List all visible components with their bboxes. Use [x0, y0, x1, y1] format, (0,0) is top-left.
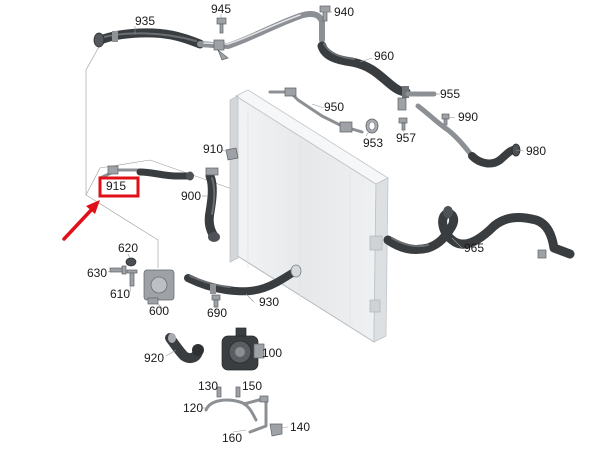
part-945-screw[interactable]	[216, 17, 227, 34]
radiator	[229, 89, 389, 343]
label-955[interactable]: 955	[440, 87, 460, 101]
part-950-bracket[interactable]	[268, 87, 364, 134]
label-630[interactable]: 630	[87, 266, 107, 280]
part-130-screw[interactable]	[216, 386, 222, 398]
label-953[interactable]: 953	[363, 136, 383, 150]
pointer-arrow-icon	[62, 200, 100, 241]
part-910-clip[interactable]	[225, 147, 239, 161]
part-620-cap[interactable]	[125, 257, 137, 267]
part-610-screw[interactable]	[126, 269, 138, 287]
part-935-hose[interactable]	[93, 28, 205, 49]
label-935[interactable]: 935	[135, 14, 155, 28]
label-980[interactable]: 980	[526, 144, 546, 158]
label-910[interactable]: 910	[203, 142, 223, 156]
leader-lines	[107, 11, 525, 433]
label-940[interactable]: 940	[334, 5, 354, 19]
part-160-bracket[interactable]	[242, 395, 269, 434]
label-945[interactable]: 945	[211, 2, 231, 16]
part-100-water-pump[interactable]	[221, 327, 265, 371]
part-953-clamp[interactable]	[365, 118, 379, 134]
label-160[interactable]: 160	[222, 431, 242, 445]
part-metal-pipe[interactable]	[197, 11, 325, 61]
part-920-hose[interactable]	[165, 333, 204, 364]
part-930-hose[interactable]	[184, 264, 302, 296]
label-100[interactable]: 100	[262, 346, 282, 360]
part-600-pump[interactable]	[143, 269, 175, 305]
part-915-hose[interactable]	[98, 165, 194, 181]
part-150-screw[interactable]	[235, 386, 241, 398]
label-920[interactable]: 920	[144, 351, 164, 365]
label-130[interactable]: 130	[198, 379, 218, 393]
label-620[interactable]: 620	[118, 241, 138, 255]
label-957[interactable]: 957	[396, 131, 416, 145]
part-960-hose[interactable]	[317, 41, 411, 98]
label-915[interactable]: 915	[106, 179, 126, 193]
part-965-hose[interactable]	[383, 206, 575, 259]
label-990[interactable]: 990	[458, 110, 478, 124]
highlight-box	[98, 176, 140, 198]
part-990-screw[interactable]	[441, 113, 450, 126]
label-610[interactable]: 610	[110, 287, 130, 301]
label-960[interactable]: 960	[374, 49, 394, 63]
label-600[interactable]: 600	[149, 304, 169, 318]
part-900-hose[interactable]	[204, 167, 220, 242]
label-930[interactable]: 930	[259, 295, 279, 309]
label-120[interactable]: 120	[183, 401, 203, 415]
callout-labels: 935 945 940 960 950 955 990 953 957 980 …	[87, 2, 546, 445]
label-140[interactable]: 140	[290, 420, 310, 434]
part-690-screw[interactable]	[211, 294, 221, 308]
label-950[interactable]: 950	[324, 100, 344, 114]
label-690[interactable]: 690	[207, 306, 227, 320]
label-150[interactable]: 150	[242, 379, 262, 393]
label-965[interactable]: 965	[464, 241, 484, 255]
part-630-screw[interactable]	[109, 265, 127, 275]
part-955-pipe[interactable]	[397, 91, 437, 111]
part-120-bracket[interactable]	[204, 398, 258, 422]
label-900[interactable]: 900	[181, 189, 201, 203]
part-140-clip[interactable]	[269, 423, 283, 437]
